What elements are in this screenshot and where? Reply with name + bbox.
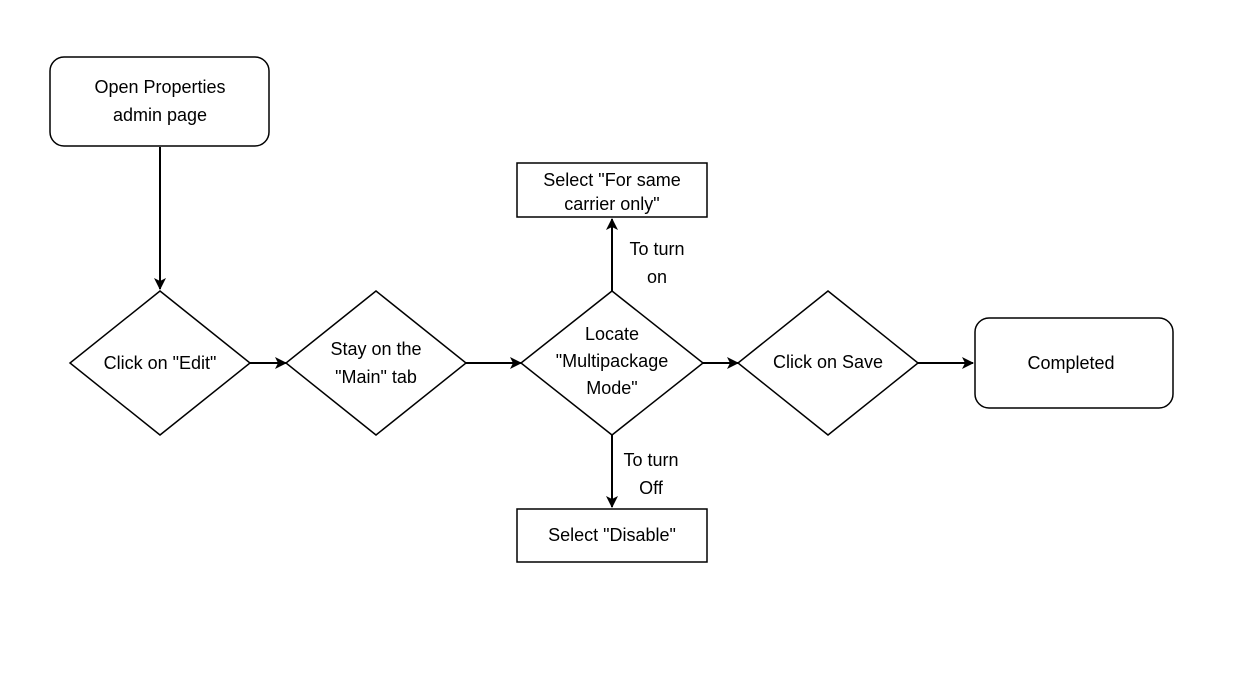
- locate-mode-label-2: "Multipackage: [556, 351, 668, 371]
- select-same-carrier-label-1: Select "For same: [543, 170, 680, 190]
- locate-mode-label-3: Mode": [586, 378, 637, 398]
- turn-on-label-2: on: [647, 267, 667, 287]
- select-disable-label: Select "Disable": [548, 525, 676, 545]
- node-open-properties: [49, 56, 270, 147]
- stay-main-label-1: Stay on the: [330, 339, 421, 359]
- click-save-label: Click on Save: [773, 352, 883, 372]
- nodes: [49, 56, 1174, 563]
- node-locate-mode: [519, 290, 705, 436]
- completed-label: Completed: [1027, 353, 1114, 373]
- turn-off-label-2: Off: [639, 478, 664, 498]
- node-stay-main: [284, 290, 468, 436]
- stay-main-label-2: "Main" tab: [335, 367, 417, 387]
- select-same-carrier-label-2: carrier only": [564, 194, 659, 214]
- node-completed: [974, 317, 1174, 409]
- labels: Open Properties admin page Click on "Edi…: [94, 77, 1114, 545]
- click-edit-label: Click on "Edit": [104, 353, 217, 373]
- node-click-edit: [68, 290, 252, 436]
- turn-off-label-1: To turn: [623, 450, 678, 470]
- locate-mode-label-1: Locate: [585, 324, 639, 344]
- node-select-same-carrier: [516, 162, 708, 218]
- open-properties-label-1: Open Properties: [94, 77, 225, 97]
- edges: [154, 147, 974, 508]
- open-properties-label-2: admin page: [113, 105, 207, 125]
- node-click-save: [736, 290, 920, 436]
- turn-on-label-1: To turn: [629, 239, 684, 259]
- node-select-disable: [516, 508, 708, 563]
